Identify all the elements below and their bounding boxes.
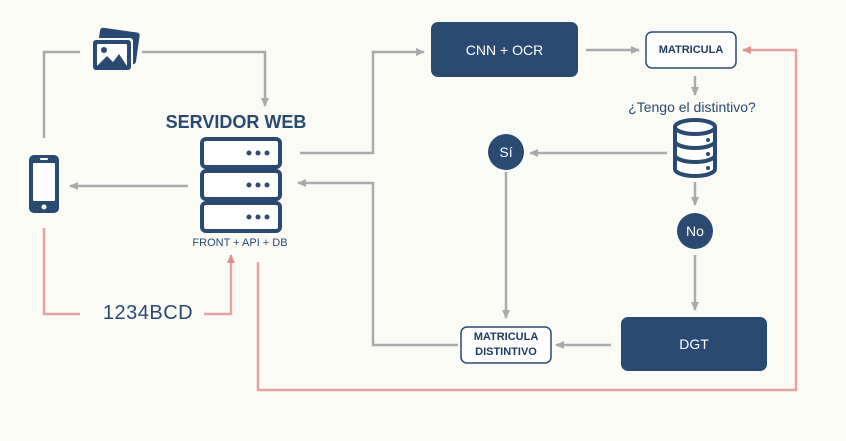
smartphone-icon bbox=[29, 155, 59, 213]
arrow-phone-to-photo bbox=[42, 50, 80, 138]
server-title: SERVIDOR WEB bbox=[165, 112, 307, 132]
server-subtitle: FRONT + API + DB bbox=[192, 237, 288, 249]
arrow-phone-to-code bbox=[42, 228, 80, 316]
yes-label: Sí bbox=[499, 144, 513, 160]
image-stack-icon bbox=[91, 27, 140, 72]
database-icon bbox=[673, 118, 717, 178]
plate-code: 1234BCD bbox=[102, 302, 194, 324]
matricula-distintivo-box bbox=[460, 326, 552, 364]
matricula-distintivo-line1: MATRICULA bbox=[473, 331, 539, 343]
matricula-box bbox=[645, 31, 737, 69]
arrow-photo-to-server bbox=[142, 50, 269, 107]
no-circle bbox=[677, 213, 713, 249]
yes-circle bbox=[488, 134, 524, 170]
matricula-distintivo-label: MATRICULA DISTINTIVO bbox=[461, 327, 551, 363]
dgt-box bbox=[621, 317, 767, 371]
question-label: ¿Tengo el distintivo? bbox=[628, 99, 756, 115]
no-label: No bbox=[686, 223, 704, 239]
cnn-ocr-box bbox=[431, 22, 578, 77]
matricula-distintivo-line2: DISTINTIVO bbox=[475, 346, 537, 358]
matricula-label: MATRICULA bbox=[658, 43, 724, 56]
cnn-ocr-label: CNN + OCR bbox=[465, 41, 544, 58]
server-stack-icon bbox=[200, 137, 282, 233]
arrow-matricula-distintivo-to-server bbox=[297, 179, 458, 347]
arrow-server-to-matricula-return bbox=[256, 46, 798, 392]
dgt-label: DGT bbox=[679, 336, 709, 352]
arrow-server-to-cnn bbox=[300, 48, 425, 155]
arrow-code-to-server bbox=[204, 254, 235, 316]
